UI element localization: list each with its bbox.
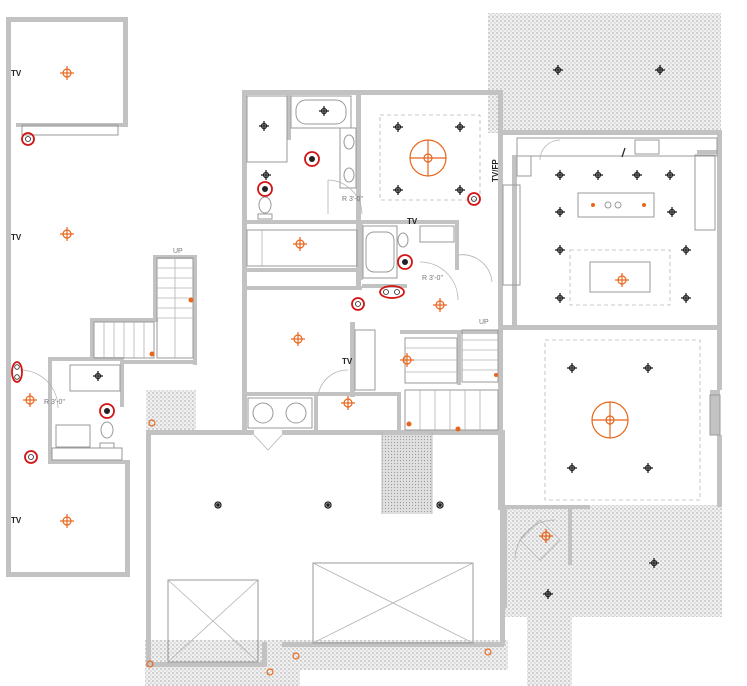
dimension-label: R 3'-0" [44, 399, 65, 406]
recessed-light-icon [324, 501, 332, 509]
cross-light-icon [539, 529, 553, 543]
dimension-label: R 3'-0" [342, 196, 363, 203]
circled-device-icon [351, 297, 365, 311]
dimension-label: R 3'-0" [422, 275, 443, 282]
patio-areas [145, 13, 722, 686]
room-labels: TV TV TV TV TV TV/FP UP UP R 3'-0" R 3'-… [11, 69, 500, 525]
recessed-light-icon [393, 122, 403, 132]
tv-label: TV [342, 357, 353, 366]
cross-light-icon [615, 273, 629, 287]
recessed-light-icon [259, 121, 269, 131]
recessed-light-icon [436, 501, 444, 509]
recessed-light-icon [681, 293, 691, 303]
recessed-light-icon [393, 185, 403, 195]
recessed-light-icon [667, 207, 677, 217]
circled-device-icon [21, 132, 35, 146]
recessed-light-icon [93, 371, 103, 381]
cross-light-icon [60, 514, 74, 528]
recessed-light-icon [455, 122, 465, 132]
recessed-light-icon [665, 170, 675, 180]
recessed-light-icon [261, 170, 271, 180]
cross-light-icon [341, 396, 355, 410]
circled-device-icon [379, 285, 405, 299]
circled-device-icon [11, 361, 23, 383]
recessed-light-icon [319, 106, 329, 116]
recessed-lights [93, 65, 691, 599]
recessed-light-icon [214, 501, 222, 509]
orange-lights [23, 66, 646, 676]
recessed-light-icon [555, 293, 565, 303]
recessed-light-icon [593, 170, 603, 180]
tv-label: TV [11, 69, 22, 78]
cross-light-icon [293, 237, 307, 251]
cross-light-icon [60, 66, 74, 80]
cross-light-icon [433, 298, 447, 312]
ceiling-fan-icon [409, 139, 447, 177]
cross-light-icon [23, 393, 37, 407]
stair-up-label: UP [173, 248, 183, 255]
recessed-light-icon [555, 245, 565, 255]
recessed-light-icon [632, 170, 642, 180]
circled-device-icon [24, 450, 38, 464]
circled-device-icon [467, 192, 481, 206]
tv-label: TV [407, 217, 418, 226]
recessed-light-icon [643, 363, 653, 373]
recessed-light-icon [553, 65, 563, 75]
ceiling-fan-icon [591, 401, 629, 439]
recessed-light-icon [555, 170, 565, 180]
recessed-light-icon [649, 558, 659, 568]
tv-label: TV [11, 516, 22, 525]
tv-label: TV [11, 233, 22, 242]
circled-device-icon [257, 181, 273, 197]
recessed-light-icon [655, 65, 665, 75]
circled-device-icon [397, 254, 413, 270]
marked-devices [11, 132, 481, 464]
recessed-light-icon [455, 185, 465, 195]
cross-light-icon [400, 353, 414, 367]
cross-light-icon [60, 227, 74, 241]
recessed-light-icon [681, 245, 691, 255]
circled-device-icon [99, 403, 115, 419]
circled-device-icon [304, 151, 320, 167]
tv-fp-label: TV/FP [491, 159, 500, 182]
recessed-light-icon [643, 463, 653, 473]
stair-up-label: UP [479, 319, 489, 326]
fixtures [19, 95, 721, 663]
recessed-light-icon [543, 589, 553, 599]
recessed-light-icon [567, 363, 577, 373]
recessed-light-icon [555, 207, 565, 217]
recessed-light-icon [567, 463, 577, 473]
cross-light-icon [291, 332, 305, 346]
